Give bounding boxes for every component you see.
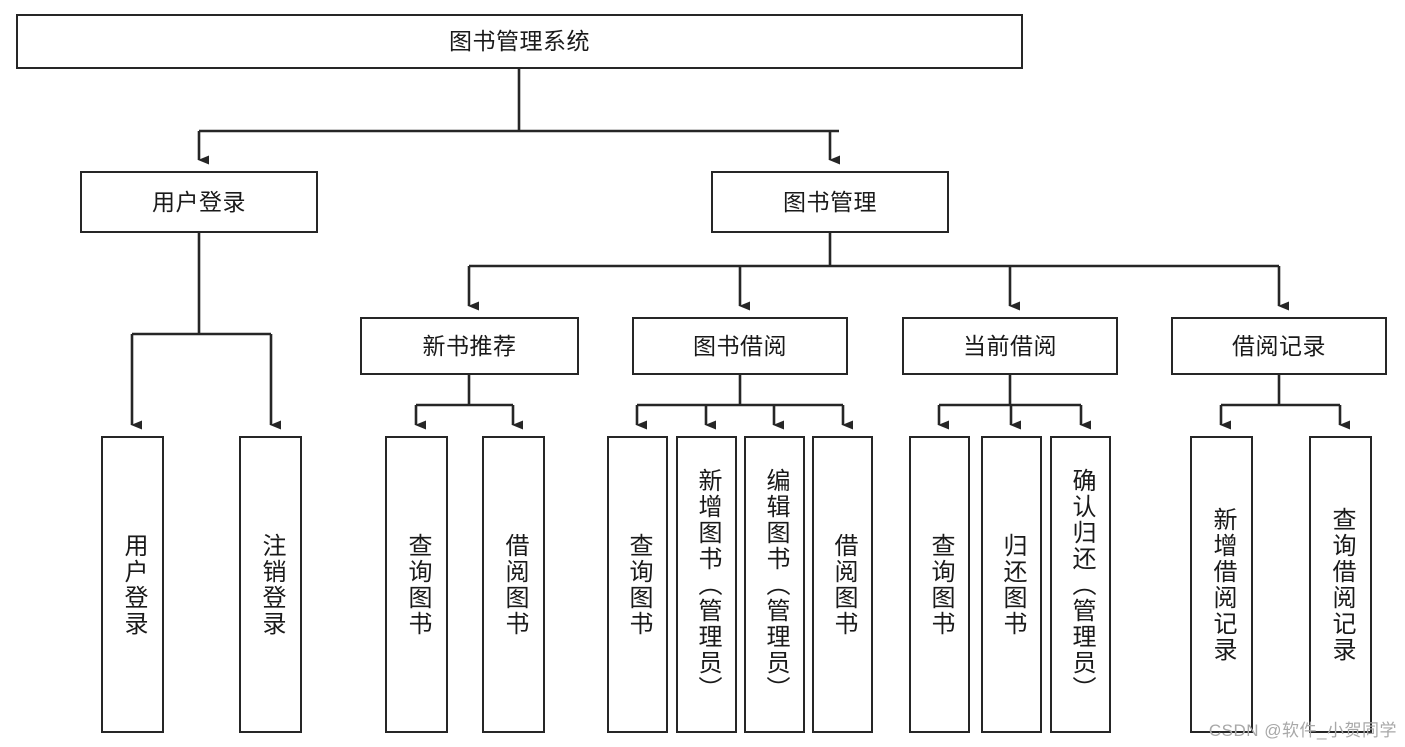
node-leaf-edit-book[interactable]: 编辑图书（管理员）: [744, 436, 805, 733]
node-new-book-recommend-label: 新书推荐: [422, 332, 517, 359]
node-user-login[interactable]: 用户登录: [80, 171, 318, 233]
node-leaf-query-book-2[interactable]: 查询图书: [607, 436, 668, 733]
node-leaf-edit-book-label: 编辑图书（管理员）: [761, 467, 789, 702]
watermark-text: CSDN @软件_小贺同学: [1208, 721, 1397, 740]
node-leaf-query-book-2-label: 查询图书: [624, 532, 652, 637]
node-leaf-query-book-3[interactable]: 查询图书: [909, 436, 970, 733]
node-leaf-query-book-1[interactable]: 查询图书: [385, 436, 448, 733]
node-leaf-add-book-label: 新增图书（管理员）: [693, 467, 721, 702]
node-root-label: 图书管理系统: [449, 28, 590, 55]
node-book-borrow[interactable]: 图书借阅: [632, 317, 848, 375]
node-leaf-confirm-return-label: 确认归还（管理员）: [1067, 467, 1095, 702]
node-leaf-borrow-book-1[interactable]: 借阅图书: [482, 436, 545, 733]
node-current-borrow-label: 当前借阅: [963, 332, 1057, 359]
node-leaf-borrow-book-2-label: 借阅图书: [829, 532, 857, 637]
node-leaf-add-record[interactable]: 新增借阅记录: [1190, 436, 1253, 733]
node-book-management-label: 图书管理: [783, 188, 877, 215]
node-leaf-add-book[interactable]: 新增图书（管理员）: [676, 436, 737, 733]
node-leaf-query-record-label: 查询借阅记录: [1327, 506, 1355, 663]
node-leaf-add-record-label: 新增借阅记录: [1208, 506, 1236, 663]
node-leaf-user-logout[interactable]: 注销登录: [239, 436, 302, 733]
node-leaf-user-login-label: 用户登录: [119, 532, 147, 637]
node-user-login-label: 用户登录: [152, 188, 246, 215]
node-leaf-return-book-label: 归还图书: [998, 532, 1026, 637]
node-root[interactable]: 图书管理系统: [16, 14, 1023, 69]
node-leaf-confirm-return[interactable]: 确认归还（管理员）: [1050, 436, 1111, 733]
node-leaf-user-logout-label: 注销登录: [257, 532, 285, 637]
node-book-management[interactable]: 图书管理: [711, 171, 949, 233]
node-current-borrow[interactable]: 当前借阅: [902, 317, 1118, 375]
node-leaf-return-book[interactable]: 归还图书: [981, 436, 1042, 733]
node-new-book-recommend[interactable]: 新书推荐: [360, 317, 579, 375]
node-leaf-user-login[interactable]: 用户登录: [101, 436, 164, 733]
node-borrow-record[interactable]: 借阅记录: [1171, 317, 1387, 375]
node-leaf-query-record[interactable]: 查询借阅记录: [1309, 436, 1372, 733]
node-leaf-query-book-1-label: 查询图书: [403, 532, 431, 637]
node-borrow-record-label: 借阅记录: [1232, 332, 1326, 359]
node-leaf-query-book-3-label: 查询图书: [926, 532, 954, 637]
node-leaf-borrow-book-2[interactable]: 借阅图书: [812, 436, 873, 733]
node-book-borrow-label: 图书借阅: [693, 332, 787, 359]
node-leaf-borrow-book-1-label: 借阅图书: [500, 532, 528, 637]
